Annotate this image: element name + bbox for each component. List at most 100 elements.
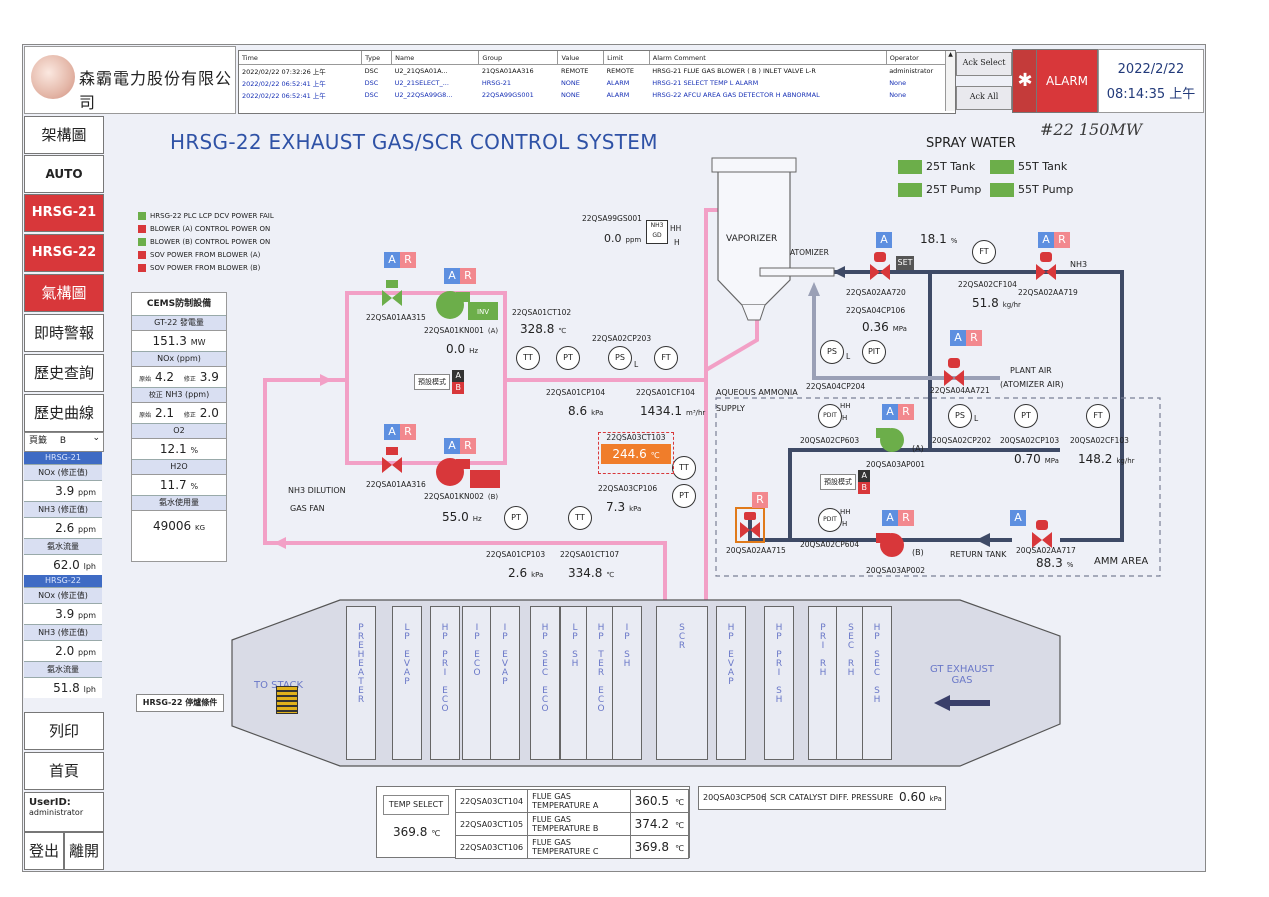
nh3-gas-detector[interactable]: NH3 GD <box>646 220 668 244</box>
alarm-cell: REMOTE <box>560 67 589 75</box>
duct-section-label: HP EVAP <box>726 623 736 686</box>
nav-hrsg22[interactable]: HRSG-22 <box>24 234 104 272</box>
pt-cp106[interactable]: PT <box>672 484 696 508</box>
alarm-col-header[interactable]: Name <box>391 51 480 65</box>
duct-section-10[interactable]: HP EVAP <box>716 606 746 760</box>
tt-ct104[interactable]: TT <box>516 346 540 370</box>
ar-aa717[interactable]: A <box>1010 506 1026 526</box>
tt-ct103[interactable]: TT <box>672 456 696 480</box>
cp103b-tag: 20QSA02CP103 <box>1000 436 1060 445</box>
valve-aa721[interactable] <box>944 358 964 386</box>
valve-aa719[interactable] <box>1036 252 1056 280</box>
pump-ap001[interactable] <box>876 428 904 452</box>
nav-history-query[interactable]: 歷史查詢 <box>24 354 104 392</box>
side-h21-flow-label: 氨水流量 <box>24 538 102 554</box>
leave-button[interactable]: 離開 <box>64 832 104 870</box>
alarm-col-header[interactable]: Alarm Comment <box>649 51 887 65</box>
status-indicator <box>898 160 922 174</box>
duct-section-11[interactable]: HP PRI SH <box>764 606 794 760</box>
ft-cf104b[interactable]: FT <box>972 240 996 264</box>
alarm-cell: HRSG-22 AFCU AREA GAS DETECTOR H ABNORMA… <box>652 91 820 99</box>
duct-section-9[interactable]: SCR <box>656 606 708 760</box>
plant-air-label: PLANT AIR <box>1010 366 1052 375</box>
duct-section-4[interactable]: IP EVAP <box>490 606 520 760</box>
fan-kn001[interactable] <box>436 291 498 320</box>
mode-select-pump[interactable]: 預設模式 AB <box>820 470 871 494</box>
cp204-tag: 22QSA04CP204 <box>806 382 866 391</box>
pump-ap002[interactable] <box>876 533 904 557</box>
ft-cf104[interactable]: FT <box>654 346 678 370</box>
nav-architecture[interactable]: 架構圖 <box>24 116 104 154</box>
ack-select-button[interactable]: Ack Select <box>956 52 1012 76</box>
duct-section-0[interactable]: PREHEATER <box>346 606 376 760</box>
pit-cp106[interactable]: PIT <box>862 340 886 364</box>
nav-hrsg21[interactable]: HRSG-21 <box>24 194 104 232</box>
valve-aa315[interactable] <box>382 280 402 306</box>
duct-section-5[interactable]: HP SEC ECO <box>530 606 560 760</box>
stop-conditions-button[interactable]: HRSG-22 停爐條件 <box>136 694 224 712</box>
logout-button[interactable]: 登出 <box>24 832 64 870</box>
duct-section-1[interactable]: LP EVAP <box>392 606 422 760</box>
alarm-col-header[interactable]: Value <box>557 51 605 65</box>
page-select[interactable]: 頁籤 B ⌄ <box>24 432 104 452</box>
alarm-col-header[interactable]: Type <box>361 51 393 65</box>
ack-all-button[interactable]: Ack All <box>956 86 1012 110</box>
temp-select-button[interactable]: TEMP SELECT <box>383 795 449 815</box>
pt-cp104[interactable]: PT <box>556 346 580 370</box>
nav-realtime-alarm[interactable]: 即時警報 <box>24 314 104 352</box>
ps-cp202[interactable]: PS <box>948 404 972 428</box>
set-button[interactable]: SET <box>896 256 914 270</box>
nav-history-trend[interactable]: 歷史曲線 <box>24 394 104 432</box>
chevron-down-icon[interactable]: ⌄ <box>92 433 100 443</box>
page-select-label: 頁籤 <box>29 436 48 446</box>
alarm-button[interactable]: ALARM <box>1036 49 1098 113</box>
duct-section-2[interactable]: HP PRI ECO <box>430 606 460 760</box>
pdit-cp604[interactable]: PDIT <box>818 508 842 532</box>
pdit-cp603[interactable]: PDIT <box>818 404 842 428</box>
ps-cp204[interactable]: PS <box>820 340 844 364</box>
ft-cf103[interactable]: FT <box>1086 404 1110 428</box>
alarm-col-header[interactable]: Time <box>239 51 363 65</box>
ar-aa720[interactable]: A <box>876 228 892 248</box>
valve-aa720[interactable] <box>870 252 890 280</box>
alarm-cell: None <box>889 91 907 99</box>
pt-cp103[interactable]: PT <box>504 506 528 530</box>
tt-ct107[interactable]: TT <box>568 506 592 530</box>
ps-cp203[interactable]: PS <box>608 346 632 370</box>
alarm-scrollbar[interactable]: ▲ <box>945 51 955 111</box>
valve-aa717[interactable] <box>1032 520 1052 548</box>
fan-kn002[interactable] <box>436 458 500 488</box>
duct-section-14[interactable]: HP SEC SH <box>862 606 892 760</box>
alarm-bell-icon[interactable]: ✱ <box>1012 49 1038 113</box>
dilution-label: NH3 DILUTION <box>288 486 346 495</box>
valve-aa715[interactable] <box>735 507 765 543</box>
nav-print[interactable]: 列印 <box>24 712 104 750</box>
duct-section-8[interactable]: IP SH <box>612 606 642 760</box>
valve-aa316[interactable] <box>382 447 402 473</box>
vaporizer-outlet <box>741 304 766 321</box>
ar-aa715[interactable]: R <box>752 488 768 508</box>
duct-section-12[interactable]: PRI RH <box>808 606 838 760</box>
duct-section-3[interactable]: IP ECO <box>462 606 492 760</box>
alarm-col-header[interactable]: Group <box>478 51 559 65</box>
nav-home[interactable]: 首頁 <box>24 752 104 790</box>
pt-cp103b[interactable]: PT <box>1014 404 1038 428</box>
ct103-highlight[interactable]: 22QSA03CT103 244.6 ℃ <box>598 432 674 474</box>
nav-gas-architecture[interactable]: 氣構圖 <box>24 274 104 312</box>
alarm-col-header[interactable]: Limit <box>603 51 650 65</box>
mode-select-blower[interactable]: 預設模式 AB <box>414 370 465 394</box>
side-hrsg21-header: HRSG-21 <box>24 452 102 464</box>
cf103-tag: 20QSA02CF103 <box>1070 436 1129 445</box>
